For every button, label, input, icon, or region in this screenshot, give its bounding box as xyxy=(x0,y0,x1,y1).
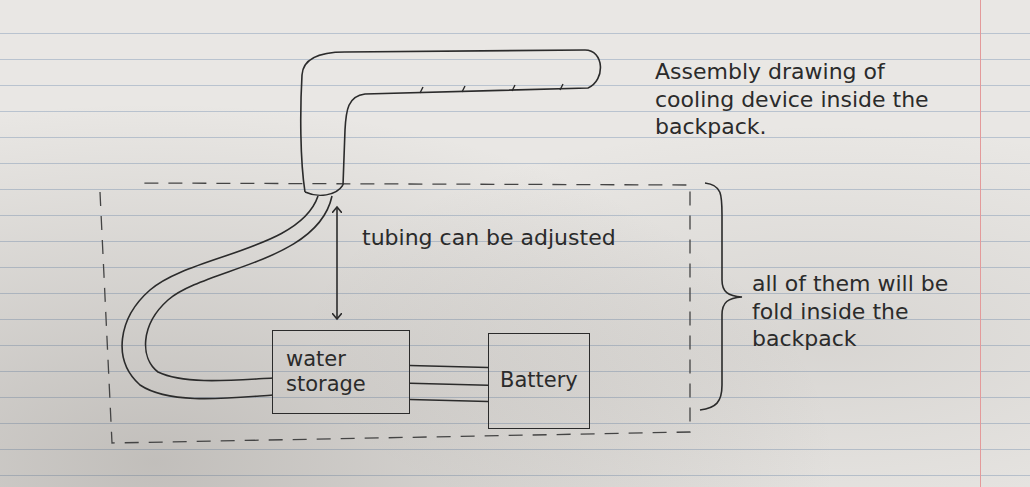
wire-connector xyxy=(410,365,488,401)
adjust-arrow xyxy=(336,208,338,318)
wire xyxy=(410,399,488,401)
tube-joint xyxy=(305,185,343,195)
bracket xyxy=(700,183,742,410)
note-label: tubing can be adjusted xyxy=(362,224,682,252)
wire xyxy=(410,383,488,385)
wire xyxy=(410,365,488,367)
backpack-outline xyxy=(100,183,690,443)
box-label: water storage xyxy=(286,347,396,397)
margin-line xyxy=(980,0,981,487)
battery-box: Battery xyxy=(488,333,590,429)
title-note: Assembly drawing of cooling device insid… xyxy=(655,58,970,141)
tube-holes xyxy=(420,84,563,93)
note-label: all of them will be fold inside the back… xyxy=(752,270,972,353)
cooling-tube xyxy=(301,50,601,192)
box-label: Battery xyxy=(500,368,578,393)
storage-box: water storage xyxy=(272,330,410,414)
